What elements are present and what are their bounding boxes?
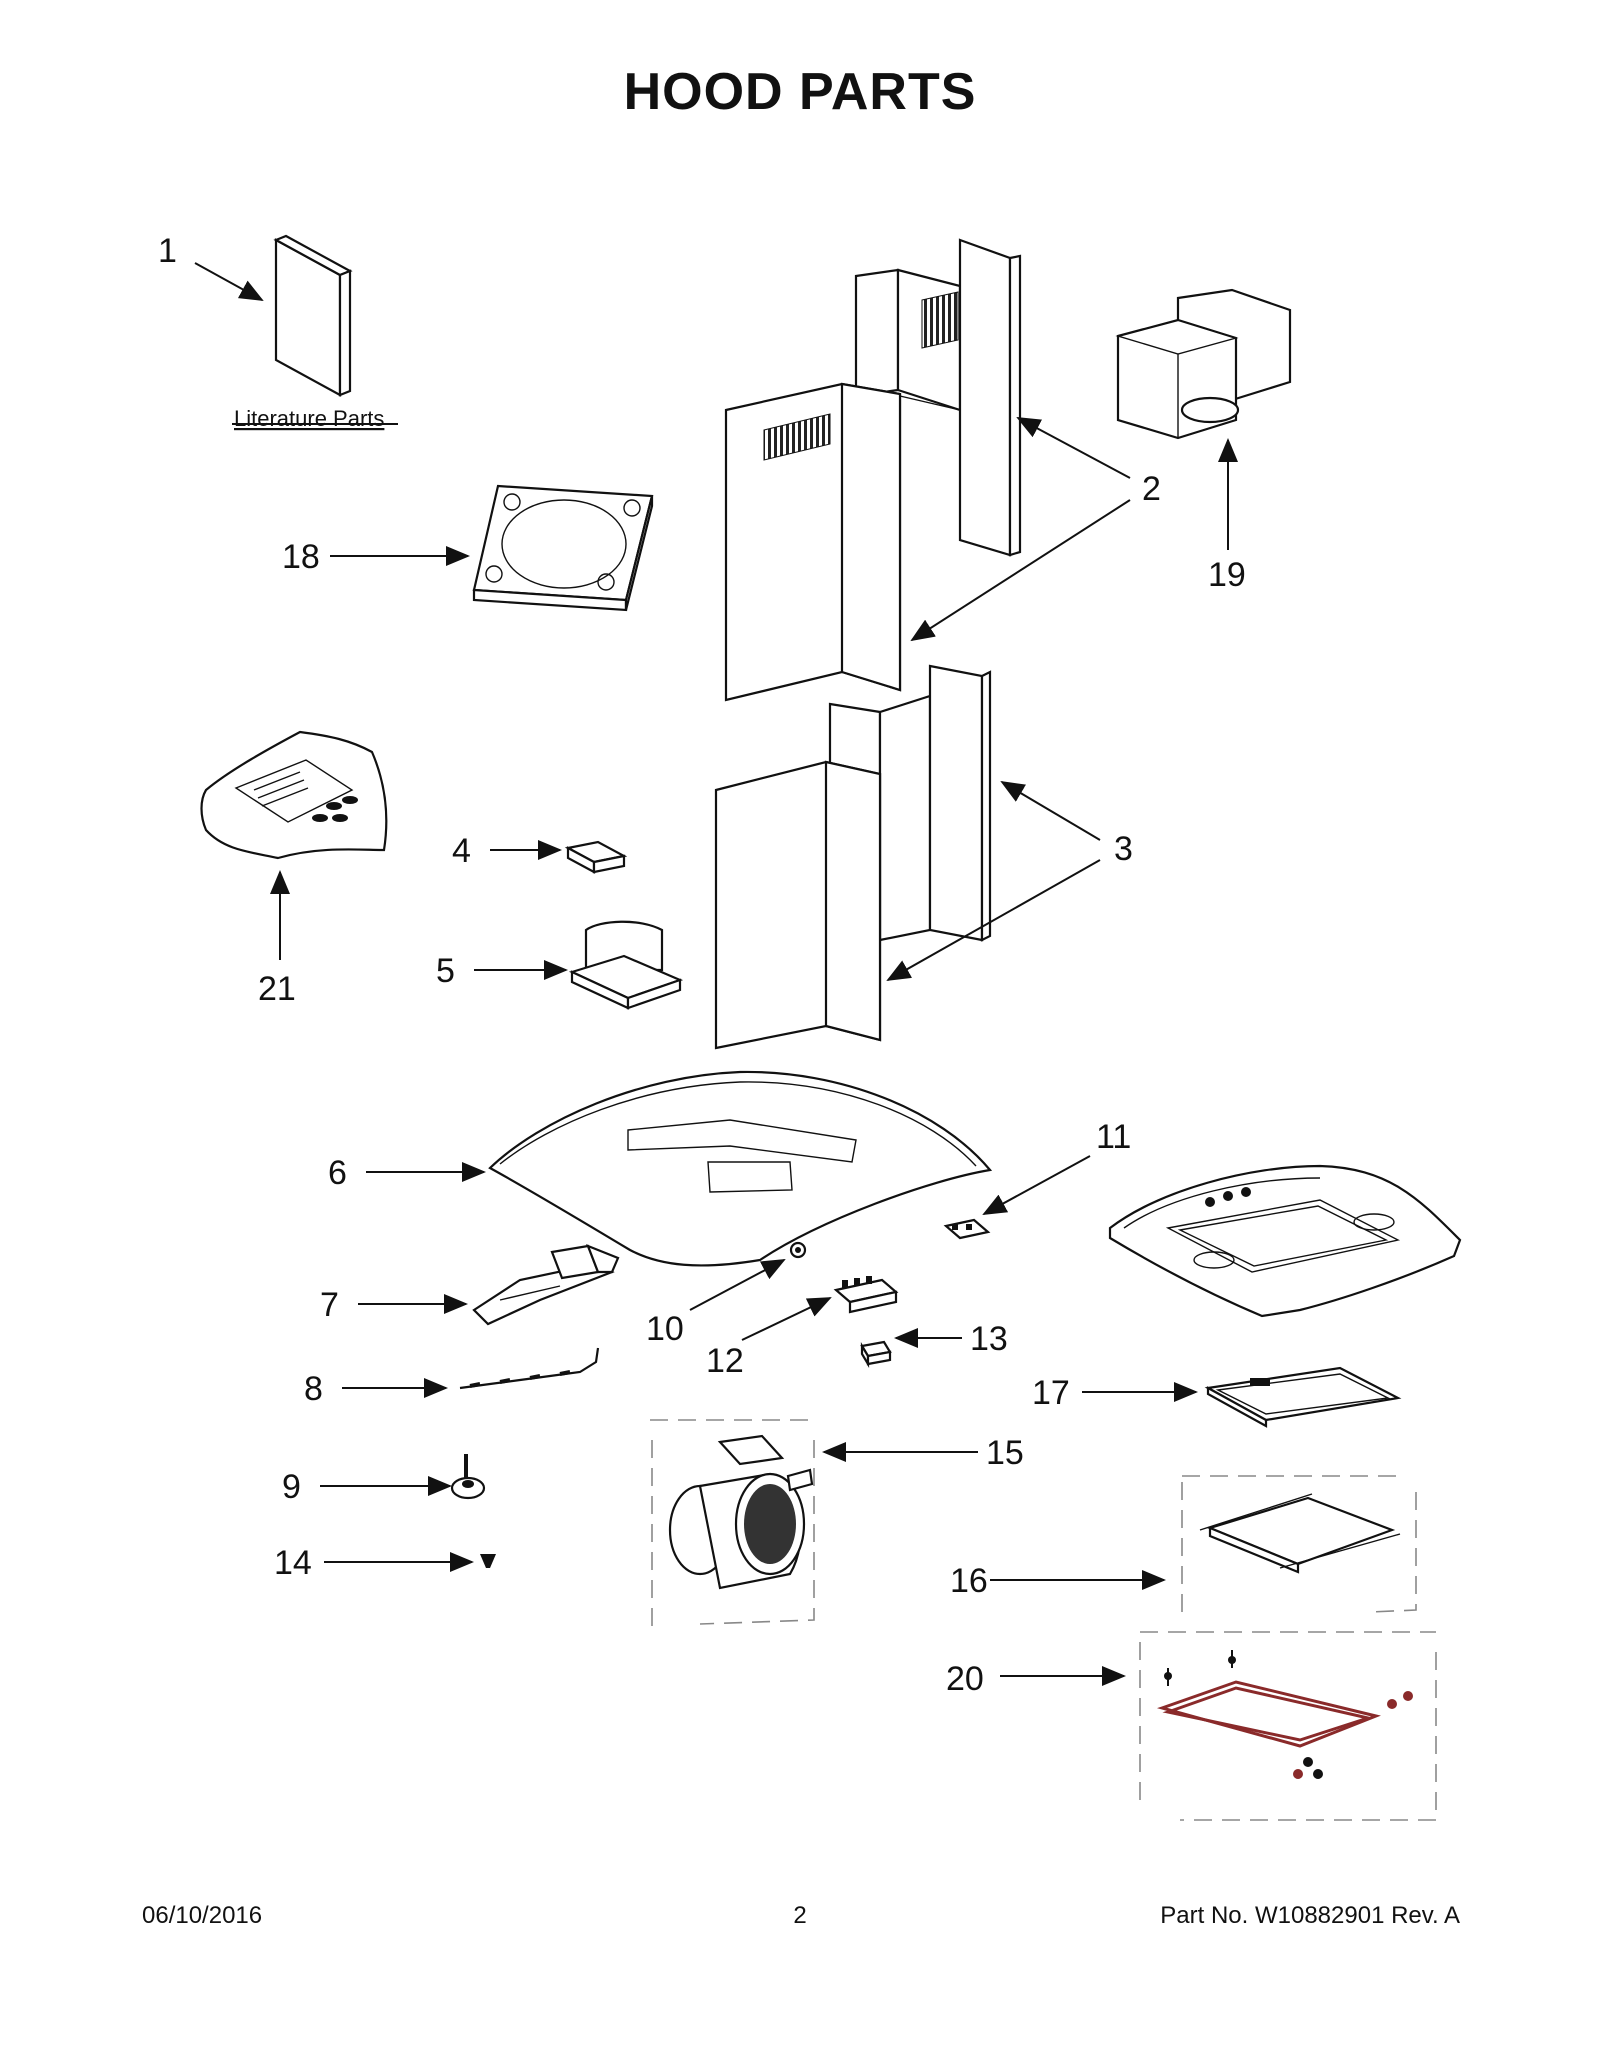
lower-chimney-cover (714, 664, 992, 1050)
callout-12: 12 (706, 1342, 744, 1380)
callout-4: 4 (452, 832, 471, 870)
charcoal-filter-kit (1181, 1475, 1417, 1613)
callout-10: 10 (646, 1310, 684, 1348)
upper-chimney-cover (724, 238, 1022, 702)
leader-2a (1016, 417, 1131, 479)
footer-part-number: Part No. W10882901 Rev. A (1160, 1902, 1460, 1929)
switch-block (833, 1276, 899, 1314)
terminal-connector (860, 1340, 892, 1368)
callout-20: 20 (946, 1660, 984, 1698)
leader-3a (1000, 780, 1101, 841)
mounting-bracket (472, 484, 654, 612)
literature-parts-label: Literature Parts (234, 406, 384, 431)
callout-9: 9 (282, 1468, 301, 1506)
leader-1 (194, 262, 264, 301)
callout-8: 8 (304, 1370, 323, 1408)
page-title: HOOD PARTS (623, 63, 977, 121)
callout-5: 5 (436, 952, 455, 990)
callout-1: 1 (158, 232, 177, 270)
footer-date: 06/10/2016 (142, 1902, 263, 1929)
control-knob (789, 1241, 807, 1259)
control-board (943, 1218, 991, 1240)
callout-15: 15 (986, 1434, 1024, 1472)
light-strip (459, 1347, 600, 1390)
callout-7: 7 (320, 1286, 339, 1324)
light-bulb-socket (450, 1454, 486, 1500)
glass-canopy (488, 1070, 993, 1267)
leader-10 (689, 1259, 786, 1311)
footer-page-number: 2 (793, 1902, 807, 1929)
screw (480, 1554, 496, 1568)
grease-filter (1204, 1366, 1402, 1428)
callout-18: 18 (282, 538, 320, 576)
callout-2: 2 (1142, 470, 1161, 508)
installation-manual-packet (200, 730, 388, 860)
light-socket-bracket (564, 840, 628, 874)
literature-booklet (273, 234, 353, 397)
duct-adapter (1115, 288, 1292, 440)
light-housing (472, 1244, 620, 1326)
callout-3: 3 (1114, 830, 1133, 868)
callout-14: 14 (274, 1544, 312, 1582)
callout-6: 6 (328, 1154, 347, 1192)
blower-housing (568, 920, 684, 1010)
callout-17: 17 (1032, 1374, 1070, 1412)
leader-3b (886, 859, 1101, 981)
callout-11: 11 (1096, 1118, 1131, 1156)
callout-21: 21 (258, 970, 296, 1008)
filter-frame-kit (1139, 1631, 1437, 1821)
callout-19: 19 (1208, 556, 1246, 594)
leader-2b (910, 499, 1131, 642)
callout-16: 16 (950, 1562, 988, 1600)
blower-motor (650, 1419, 815, 1626)
leader-12 (741, 1297, 832, 1341)
callout-13: 13 (970, 1320, 1008, 1358)
leader-11 (982, 1155, 1091, 1215)
hood-assembly-view (1108, 1164, 1462, 1318)
